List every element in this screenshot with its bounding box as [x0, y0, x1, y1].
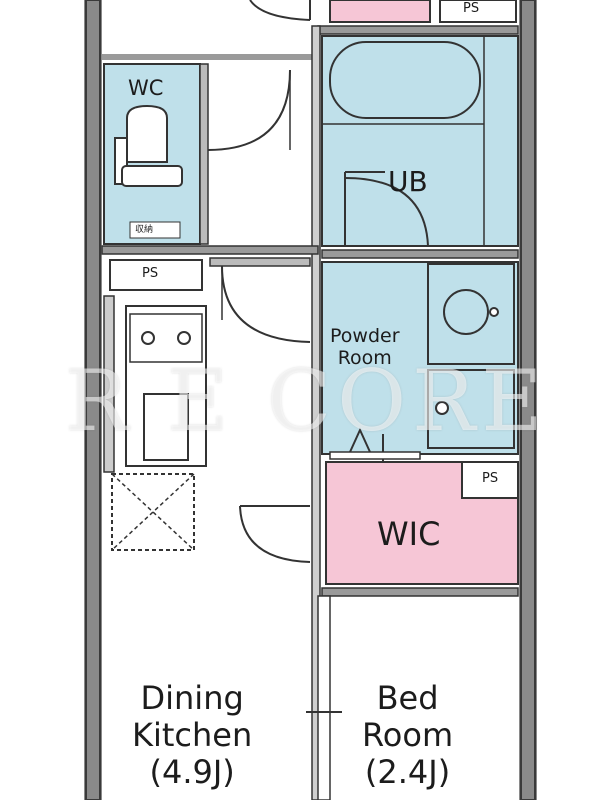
wc-note: 収納: [135, 225, 154, 235]
ps-right-box: [461, 461, 519, 499]
dining-kitchen-line-2: Kitchen: [132, 715, 253, 754]
dining-kitchen-line-1: Dining: [140, 679, 244, 717]
dining-kitchen-area: (4.9J): [149, 752, 235, 791]
east-wall: [519, 0, 537, 800]
ps-left-box: [109, 259, 203, 291]
bed-room-line-2: Room: [362, 715, 454, 754]
bed-room-area: (2.4J): [364, 752, 451, 791]
wic-label: WIC: [377, 515, 441, 553]
ps-right-label: PS: [482, 471, 499, 486]
west-wall: [84, 0, 102, 800]
ps-left-label: PS: [142, 266, 159, 281]
powder-room-line-1: Powder: [330, 325, 400, 347]
powder-room-label: Powder Room: [330, 325, 400, 370]
ps-top-box: [439, 0, 517, 23]
powder-room-line-2: Room: [337, 346, 392, 369]
ub-label: UB: [388, 165, 428, 198]
ps-top-label: PS: [463, 1, 480, 16]
bed-room-label: Bed Room (2.4J): [362, 680, 453, 790]
wc-label: WC: [128, 76, 164, 100]
bed-room-line-1: Bed: [376, 679, 439, 717]
dining-kitchen-label: Dining Kitchen (4.9J): [132, 680, 252, 790]
top-closet: [329, 0, 431, 23]
